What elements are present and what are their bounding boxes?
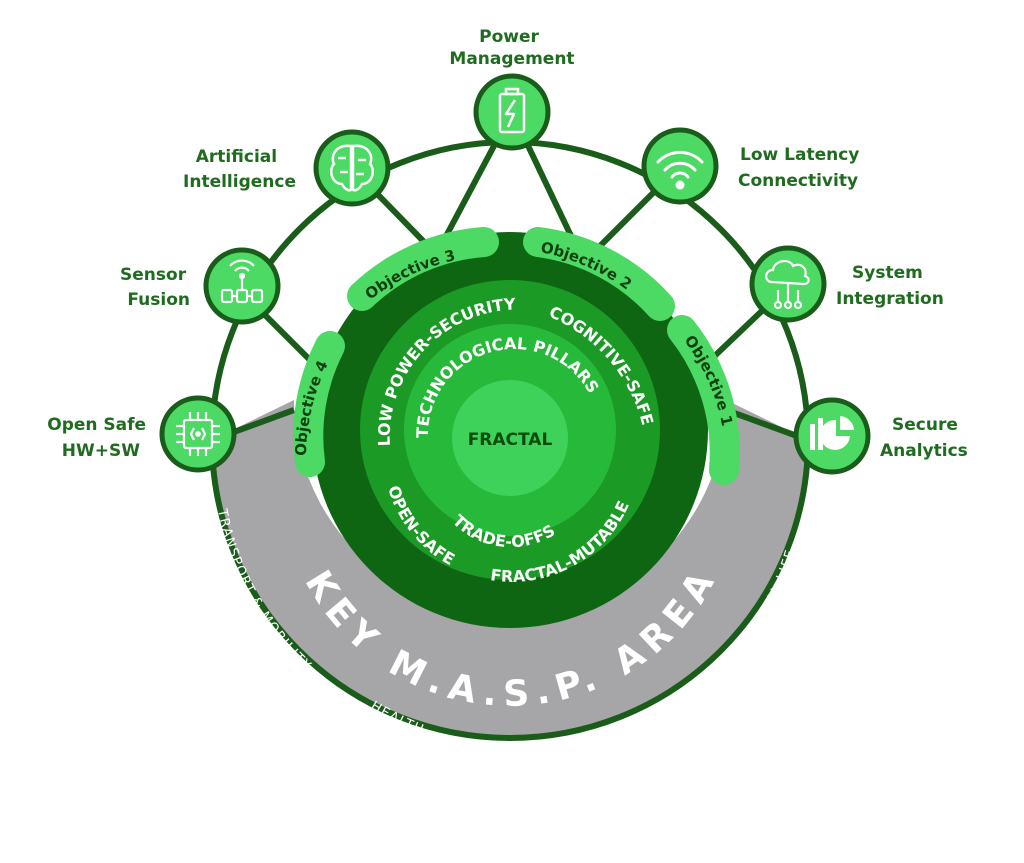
core-label: FRACTAL (468, 430, 553, 450)
svg-text:System Integration: System Integration (836, 263, 944, 309)
node-sensor-fusion: Sensor Fusion (120, 247, 281, 325)
node-label-line: Intelligence (183, 172, 296, 192)
svg-text:Secure Analytics: Secure Analytics (880, 415, 968, 461)
battery-icon (498, 87, 526, 134)
chip-icon (176, 412, 220, 456)
svg-text:Open Safe HW+SW: Open Safe HW+SW (47, 415, 152, 461)
svg-text:Sensor Fusion: Sensor Fusion (120, 265, 192, 310)
node-label-line: Integration (836, 289, 944, 309)
node-label-line: Connectivity (738, 171, 858, 191)
node-label-line: Low Latency (740, 145, 859, 165)
node-label-line: Management (449, 49, 574, 69)
node-label-line: Power (479, 27, 539, 47)
sensor-icon (220, 259, 264, 304)
objective-tabs (293, 227, 740, 485)
wifi-icon (656, 150, 704, 190)
node-system-integration: System Integration (749, 245, 944, 323)
core-circle (452, 380, 568, 496)
node-label-line: Secure (892, 415, 958, 435)
node-label-line: Fusion (127, 290, 190, 310)
node-label-line: System (852, 263, 923, 283)
svg-text:Artificial Intelligence: Artificial Intelligence (183, 147, 296, 192)
node-secure-analytics: Secure Analytics (793, 397, 968, 475)
node-low-latency-connectivity: Low Latency Connectivity (641, 127, 865, 205)
area-energy: ENERGY (478, 741, 540, 758)
node-label-line: Analytics (880, 441, 968, 461)
node-label-line: Artificial (196, 147, 277, 167)
node-artificial-intelligence: Artificial Intelligence (183, 129, 391, 207)
brain-icon (330, 144, 374, 192)
node-label-line: HW+SW (62, 441, 140, 461)
cloud-network-icon (765, 260, 810, 310)
svg-text:Power Management: Power Management (449, 27, 574, 69)
node-label-line: Open Safe (47, 415, 146, 435)
svg-text:Low Latency Connectivity: Low Latency Connectivity (738, 145, 865, 191)
node-power-management: Power Management (449, 27, 575, 151)
node-open-safe-hw-sw: Open Safe HW+SW (47, 395, 237, 473)
node-label-line: Sensor (120, 265, 187, 285)
key-areas-band (212, 400, 808, 738)
analytics-chart-icon (810, 416, 854, 450)
